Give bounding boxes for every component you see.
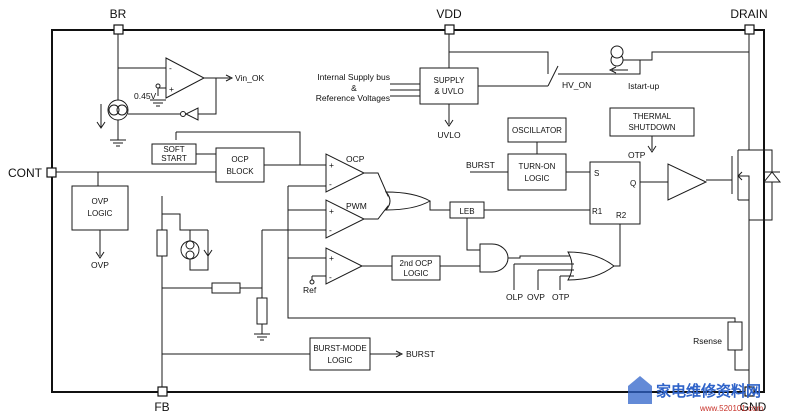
watermark-cn: 家电维修资料网 bbox=[656, 382, 761, 400]
burst-mode-logic-block bbox=[309, 337, 371, 371]
internal-supply-label-3: Reference Voltages bbox=[316, 93, 390, 103]
watermark-url: www.520101.com bbox=[699, 404, 763, 413]
supply-line2: & UVLO bbox=[434, 87, 463, 96]
internal-supply-label-1: Internal Supply bus bbox=[317, 72, 390, 82]
power-stage: THERMAL SHUTDOWN OTP Rsense bbox=[609, 34, 782, 387]
gate-driver bbox=[667, 163, 708, 201]
pwm-comp-plus: + bbox=[329, 206, 334, 216]
latch-q: Q bbox=[630, 179, 636, 188]
vin-ok-minus: - bbox=[169, 63, 172, 73]
otp-top-label: OTP bbox=[628, 150, 646, 160]
ovp-out-label: OVP bbox=[91, 260, 109, 270]
pin-vdd-label: VDD bbox=[436, 7, 462, 21]
oscillator-label: OSCILLATOR bbox=[512, 126, 562, 135]
hv-on-label: HV_ON bbox=[562, 80, 591, 90]
pin-br: BR bbox=[110, 7, 127, 35]
and-gate bbox=[479, 243, 509, 273]
fb-section: BURST-MODE LOGIC BURST bbox=[156, 196, 435, 387]
fb-resistor bbox=[156, 229, 168, 257]
pin-cont: CONT bbox=[8, 166, 57, 180]
latch-r2: R2 bbox=[616, 211, 627, 220]
vin-ok-comparator bbox=[165, 57, 206, 99]
otp-gate-label: OTP bbox=[552, 292, 570, 302]
ocp2-comp-plus: + bbox=[329, 253, 334, 263]
br-buffer bbox=[184, 107, 199, 121]
ovp-gate-label: OVP bbox=[527, 292, 545, 302]
ocp-comparator bbox=[325, 153, 366, 193]
second-ocp-comparator bbox=[325, 247, 364, 285]
pin-drain: DRAIN bbox=[730, 7, 768, 35]
thermal-shutdown-block bbox=[609, 107, 695, 137]
sr-latch bbox=[589, 161, 641, 225]
ocp2-line1: 2nd OCP bbox=[400, 259, 433, 268]
body-diode bbox=[762, 171, 782, 183]
olp-label: OLP bbox=[506, 292, 523, 302]
pin-gnd-label: GND bbox=[740, 400, 767, 414]
rsense-resistor bbox=[727, 321, 743, 351]
ocp-block-line2: BLOCK bbox=[226, 167, 254, 176]
comparators: + - OCP + - PWM + - Ref bbox=[262, 153, 736, 322]
watermark: 家电维修资料网 www.520101.com bbox=[628, 376, 763, 413]
turn-on-line2: LOGIC bbox=[525, 174, 550, 183]
soft-start-line2: START bbox=[161, 154, 187, 163]
br-section: 0.45V - + Vin_OK bbox=[96, 34, 264, 147]
pin-br-label: BR bbox=[110, 7, 127, 21]
ocp-comp-plus: + bbox=[329, 160, 334, 170]
ocp-label: OCP bbox=[346, 154, 365, 164]
burst-mode-line1: BURST-MODE bbox=[313, 344, 366, 353]
supply-section: SUPPLY & UVLO Internal Supply bus & Refe… bbox=[316, 34, 749, 140]
soft-start-line1: SOFT bbox=[163, 145, 184, 154]
burst-in-label: BURST bbox=[466, 160, 495, 170]
pwm-label: PWM bbox=[346, 201, 367, 211]
ref-label: Ref bbox=[303, 285, 317, 295]
second-ocp-logic-block bbox=[391, 255, 441, 281]
istart-label: Istart-up bbox=[628, 81, 659, 91]
supply-uvlo-block bbox=[419, 67, 479, 105]
latch-r1: R1 bbox=[592, 207, 603, 216]
latch-s: S bbox=[594, 169, 599, 178]
turn-on-line1: TURN-ON bbox=[519, 162, 556, 171]
pwm-comp-minus: - bbox=[329, 225, 332, 235]
rsense-label: Rsense bbox=[693, 336, 722, 346]
logic: LEB 2nd OCP LOGIC OLP OVP OTP OSCILLATOR… bbox=[362, 117, 641, 302]
uvlo-label: UVLO bbox=[437, 130, 461, 140]
ocp-block-line1: OCP bbox=[231, 155, 248, 164]
ocp2-comp-minus: - bbox=[329, 272, 332, 282]
thermal-line1: THERMAL bbox=[633, 112, 672, 121]
ocp-block bbox=[215, 147, 265, 183]
supply-line1: SUPPLY bbox=[434, 76, 466, 85]
pwm-comparator bbox=[325, 199, 366, 239]
thermal-line2: SHUTDOWN bbox=[628, 123, 675, 132]
internal-supply-label-2: & bbox=[351, 83, 357, 93]
v045-label: 0.45V bbox=[134, 91, 157, 101]
ocp2-line2: LOGIC bbox=[404, 269, 429, 278]
or-gate-fault bbox=[567, 251, 615, 281]
pin-fb-label: FB bbox=[154, 400, 169, 414]
fb-divider-resistor bbox=[256, 297, 268, 325]
oscillator-block bbox=[507, 117, 567, 143]
burst-out-label: BURST bbox=[406, 349, 435, 359]
turn-on-logic-block bbox=[507, 153, 567, 191]
burst-mode-line2: LOGIC bbox=[328, 356, 353, 365]
leb-label: LEB bbox=[459, 207, 474, 216]
ocp-comp-minus: - bbox=[329, 179, 332, 189]
ic-outline bbox=[51, 29, 765, 393]
ovp-logic-line1: OVP bbox=[92, 197, 109, 206]
vin-ok-label: Vin_OK bbox=[235, 73, 264, 83]
cont-section: OVP LOGIC OVP SOFT START OCP BLOCK bbox=[56, 131, 326, 270]
pin-cont-label: CONT bbox=[8, 166, 43, 180]
ovp-logic-line2: LOGIC bbox=[88, 209, 113, 218]
or-gate-main bbox=[384, 191, 432, 211]
fb-series-resistor bbox=[211, 282, 241, 294]
vin-ok-plus: + bbox=[169, 84, 174, 94]
ovp-logic-block bbox=[71, 185, 129, 231]
pin-drain-label: DRAIN bbox=[730, 7, 767, 21]
